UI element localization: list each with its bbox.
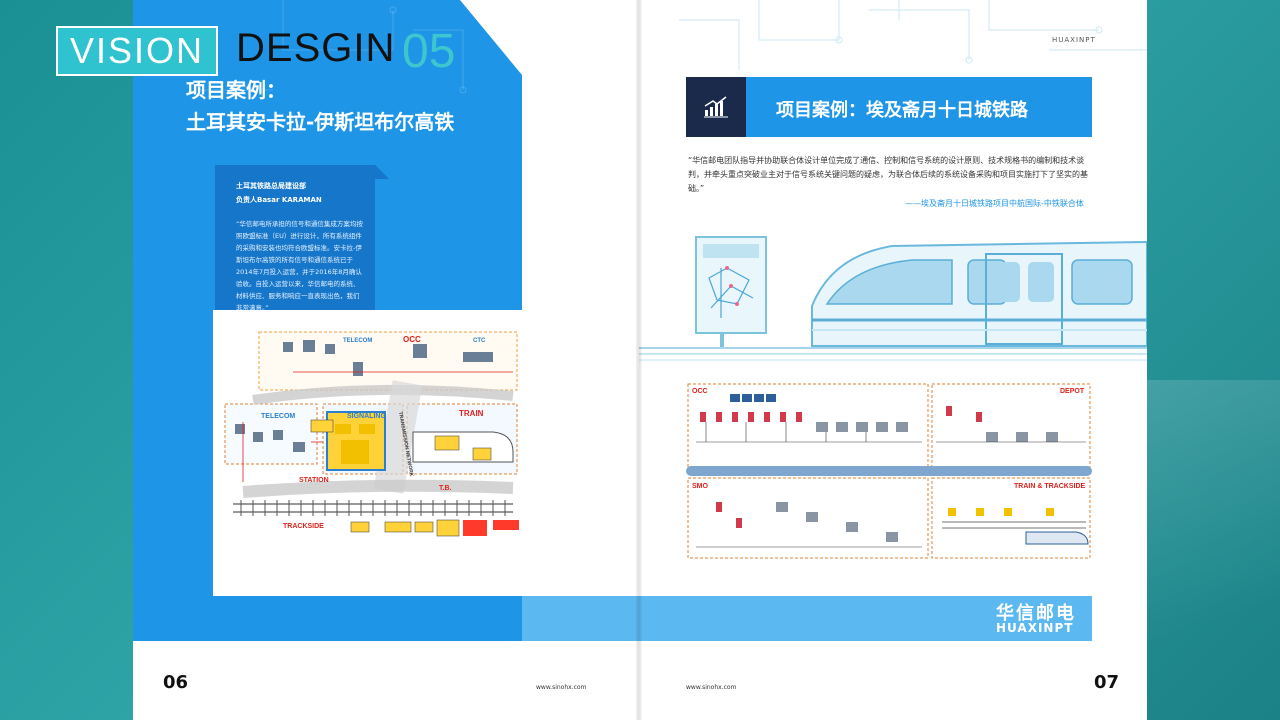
left-bottom-band bbox=[133, 596, 522, 641]
label-occ: OCC bbox=[403, 335, 421, 344]
egypt-system-diagram: OCC DEPOT SMO TRAIN & TRACKSIDE bbox=[686, 382, 1092, 560]
brand-name-cn: 华信邮电 bbox=[996, 603, 1076, 624]
label-telecom-left: TELECOM bbox=[261, 413, 295, 420]
quote-card bbox=[215, 165, 375, 310]
design-label: DESGIN bbox=[236, 26, 396, 70]
book-spine bbox=[636, 0, 642, 720]
right-quote: “华信邮电团队指导并协助联合体设计单位完成了通信、控制和信号系统的设计原则、技术… bbox=[688, 156, 1088, 193]
left-title-line2: 土耳其安卡拉-伊斯坦布尔高铁 bbox=[186, 110, 455, 134]
label-signaling: SIGNALING bbox=[347, 413, 386, 420]
right-quote-source: ——埃及斋月十日城铁路项目中航国际-中铁联合体 bbox=[905, 199, 1084, 208]
label-train-trackside: TRAIN & TRACKSIDE bbox=[1014, 483, 1085, 490]
footer-url-right: www.sinohx.com bbox=[686, 684, 737, 691]
footer-url-left: www.sinohx.com bbox=[536, 684, 587, 691]
train-illustration bbox=[772, 236, 1148, 366]
panel-corner-cut bbox=[460, 0, 522, 75]
left-title-line1: 项目案例： bbox=[186, 78, 286, 102]
left-blue-strip bbox=[133, 310, 213, 640]
system-diagram-svg: OCC CTC TELECOM TELECOM SIGNALING TRAIN … bbox=[224, 331, 519, 537]
poster-stand bbox=[720, 334, 724, 348]
decorative-grid bbox=[679, 0, 1147, 70]
label-occ-right: OCC bbox=[692, 388, 708, 395]
page-number-left: 06 bbox=[163, 672, 189, 693]
panel-pattern bbox=[193, 0, 467, 94]
chart-growth-icon bbox=[686, 77, 746, 137]
vision-label: VISION bbox=[69, 30, 205, 71]
quote-body: “华信邮电所承担的信号和通信集成方案均按照欧盟标准（EU）进行设计，所有系统组件… bbox=[236, 220, 363, 312]
egypt-diagram-svg: OCC DEPOT SMO TRAIN & TRACKSIDE bbox=[686, 383, 1092, 559]
background-wave bbox=[1140, 380, 1280, 720]
quote-card-notch bbox=[375, 165, 389, 179]
quote-organization: 土耳其铁路总局建设部 bbox=[236, 182, 306, 190]
vision-badge: VISION bbox=[56, 26, 218, 76]
bottom-brand-band bbox=[522, 596, 1092, 641]
page-number-right: 07 bbox=[1094, 672, 1120, 693]
metro-map-poster bbox=[695, 236, 767, 334]
label-station: STATION bbox=[299, 477, 329, 484]
label-tb: T.B. bbox=[439, 485, 452, 492]
label-depot: DEPOT bbox=[1060, 388, 1085, 395]
right-top-brand: HUAXINPT bbox=[1052, 36, 1096, 44]
platform-lines bbox=[639, 347, 1147, 361]
right-title: 项目案例：埃及斋月十日城铁路 bbox=[776, 100, 1028, 121]
label-train: TRAIN bbox=[459, 409, 484, 418]
label-telecom-top: TELECOM bbox=[343, 338, 372, 344]
brand-name-en: HUAXINPT bbox=[996, 621, 1074, 635]
label-ctc: CTC bbox=[473, 338, 486, 344]
section-number: 05 bbox=[402, 25, 456, 78]
ankara-istanbul-system-diagram: OCC CTC TELECOM TELECOM SIGNALING TRAIN … bbox=[213, 312, 522, 576]
label-trackside: TRACKSIDE bbox=[283, 523, 324, 530]
right-title-bar bbox=[686, 77, 1092, 137]
label-smo: SMO bbox=[692, 483, 709, 490]
quote-person: 负责人Basar KARAMAN bbox=[236, 196, 322, 204]
